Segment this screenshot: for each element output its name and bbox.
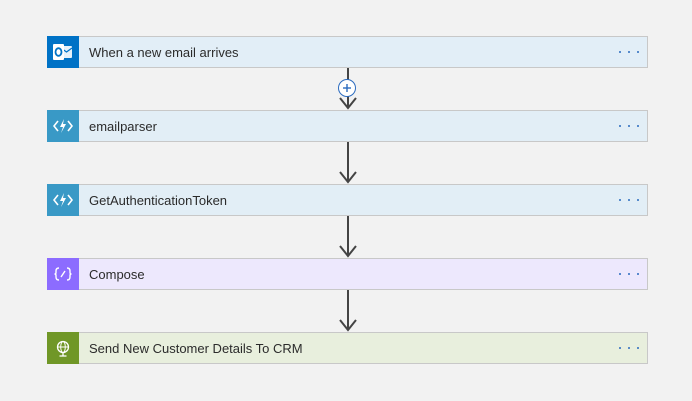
more-options-button[interactable]: [619, 45, 639, 59]
step-label: Compose: [89, 266, 145, 282]
azure-function-icon: [47, 110, 79, 142]
step-compose[interactable]: Compose: [47, 258, 648, 290]
step-label: When a new email arrives: [89, 44, 239, 60]
more-options-button[interactable]: [619, 193, 639, 207]
step-label: emailparser: [89, 118, 157, 134]
more-options-button[interactable]: [619, 267, 639, 281]
more-options-button[interactable]: [619, 119, 639, 133]
step-get-authentication-token[interactable]: GetAuthenticationToken: [47, 184, 648, 216]
step-emailparser[interactable]: emailparser: [47, 110, 648, 142]
plus-icon: [343, 84, 351, 92]
connector-arrow: [339, 216, 357, 258]
outlook-icon: [47, 36, 79, 68]
step-label: Send New Customer Details To CRM: [89, 340, 303, 356]
http-globe-icon: [47, 332, 79, 364]
step-when-new-email-arrives[interactable]: When a new email arrives: [47, 36, 648, 68]
connector-arrow: [339, 142, 357, 184]
add-step-button[interactable]: [338, 79, 356, 97]
step-label: GetAuthenticationToken: [89, 192, 228, 208]
step-send-customer-details-to-crm[interactable]: Send New Customer Details To CRM: [47, 332, 648, 364]
more-options-button[interactable]: [619, 341, 639, 355]
azure-function-icon: [47, 184, 79, 216]
connector-arrow: [339, 290, 357, 332]
compose-icon: [47, 258, 79, 290]
